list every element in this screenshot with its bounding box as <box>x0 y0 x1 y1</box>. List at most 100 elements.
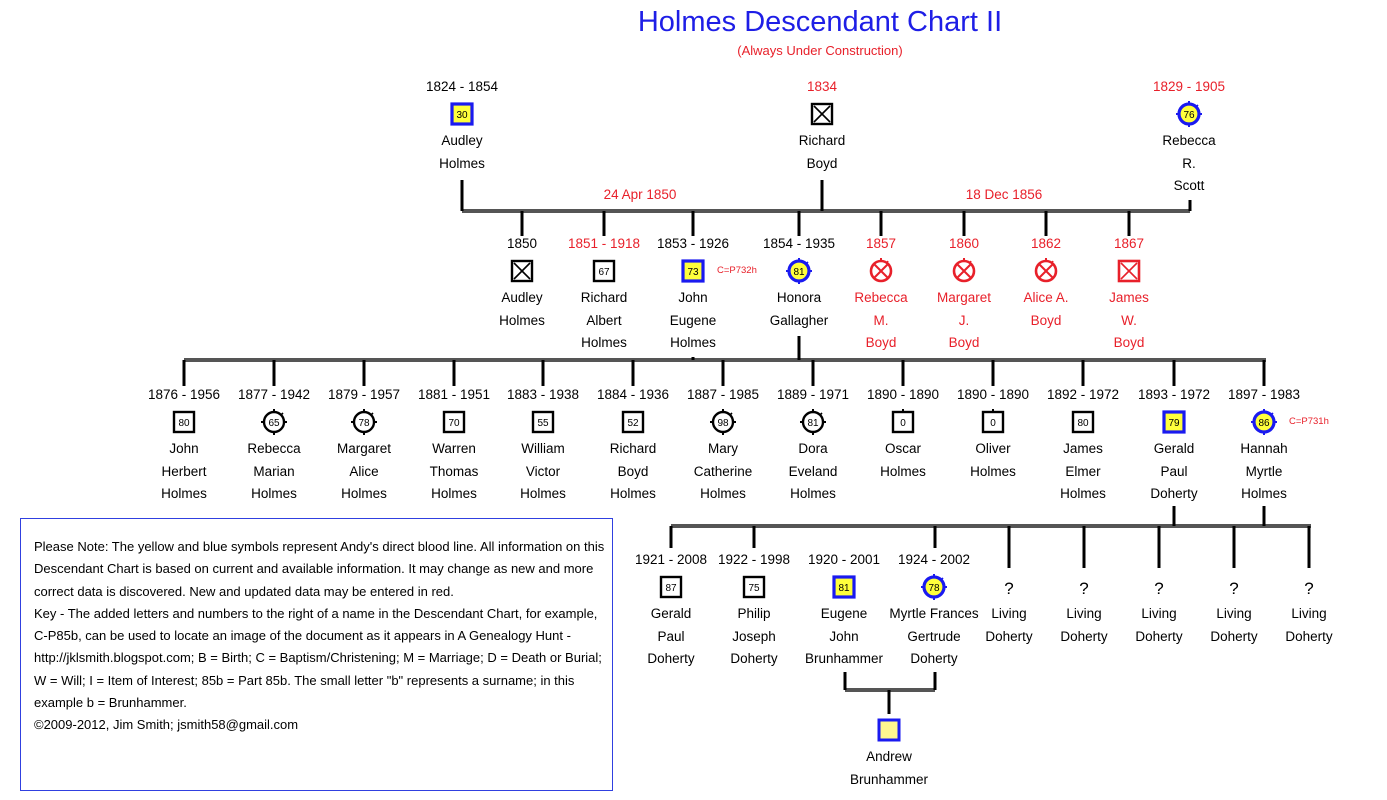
person-name-rebecca-marian: Rebecca Marian Holmes <box>247 441 301 501</box>
person-symbol-rebecca-boyd-female-icon <box>868 258 894 284</box>
person-dates-oliver: 1890 - 1890 <box>956 387 1030 402</box>
person-symbol-oliver-male-icon: 0 <box>980 409 1006 435</box>
person-name-andrew: Andrew Brunhammer <box>849 749 929 787</box>
svg-text:67: 67 <box>598 267 610 278</box>
person-symbol-john-eugene-male-icon: 73 <box>680 258 706 284</box>
person-symbol-audley-sr-male-icon: 30 <box>449 101 475 127</box>
person-name-living-4: Living Doherty <box>1210 606 1258 644</box>
person-symbol-audley-jr-male-icon <box>509 258 535 284</box>
person-dates-rebecca-scott: 1829 - 1905 <box>1152 79 1226 94</box>
person-symbol-eugene-john-male-icon: 81 <box>831 574 857 600</box>
chart-title: Holmes Descendant Chart II <box>637 6 1003 38</box>
person-name-james-elmer: James Elmer Holmes <box>1060 441 1106 501</box>
person-dates-richard-boyd-jr: 1884 - 1936 <box>596 387 670 402</box>
svg-text:?: ? <box>1079 579 1088 598</box>
svg-text:75: 75 <box>748 583 760 594</box>
person-name-audley-sr: Audley Holmes <box>439 133 485 171</box>
note-paragraph-copyright: ©2009-2012, Jim Smith; jsmith58@gmail.co… <box>34 717 299 733</box>
person-dates-honora: 1854 - 1935 <box>762 236 836 251</box>
person-dates-audley-jr: 1850 <box>506 236 538 251</box>
svg-text:73: 73 <box>687 267 699 278</box>
person-ref-hannah-myrtle: C=P731h <box>1289 416 1329 427</box>
svg-text:?: ? <box>1154 579 1163 598</box>
person-symbol-living-2-unknown-icon: ? <box>1071 574 1097 600</box>
person-name-warren-thomas: Warren Thomas Holmes <box>429 441 479 501</box>
svg-text:80: 80 <box>1077 418 1089 429</box>
svg-text:81: 81 <box>838 583 850 594</box>
person-symbol-gerald-paul-sr-male-icon: 79 <box>1161 409 1187 435</box>
person-name-margaret-boyd: Margaret J. Boyd <box>936 290 992 350</box>
person-name-oliver: Oliver Holmes <box>970 441 1016 479</box>
person-name-gerald-paul-jr: Gerald Paul Doherty <box>647 606 695 666</box>
marriage-date-1: 24 Apr 1850 <box>603 187 677 202</box>
svg-text:78: 78 <box>358 418 370 429</box>
person-name-oscar: Oscar Holmes <box>880 441 926 479</box>
person-dates-eugene-john: 1920 - 2001 <box>807 552 881 567</box>
svg-text:30: 30 <box>456 110 468 121</box>
person-symbol-living-5-unknown-icon: ? <box>1296 574 1322 600</box>
person-name-honora: Honora Gallagher <box>769 290 829 328</box>
person-name-richard-boyd-sr: Richard Boyd <box>798 133 846 171</box>
person-name-richard-boyd-jr: Richard Boyd Holmes <box>609 441 657 501</box>
marriage-date-2: 18 Dec 1856 <box>965 187 1043 202</box>
person-dates-rebecca-boyd: 1857 <box>865 236 897 251</box>
person-dates-philip-joseph: 1922 - 1998 <box>717 552 791 567</box>
person-name-living-2: Living Doherty <box>1060 606 1108 644</box>
person-dates-gerald-paul-jr: 1921 - 2008 <box>634 552 708 567</box>
person-symbol-richard-boyd-jr-male-icon: 52 <box>620 409 646 435</box>
person-symbol-living-4-unknown-icon: ? <box>1221 574 1247 600</box>
svg-text:80: 80 <box>178 418 190 429</box>
svg-text:0: 0 <box>900 418 906 429</box>
person-symbol-william-victor-male-icon: 55 <box>530 409 556 435</box>
person-name-dora-eveland: Dora Eveland Holmes <box>788 441 838 501</box>
person-symbol-alice-boyd-female-icon <box>1033 258 1059 284</box>
svg-text:?: ? <box>1229 579 1238 598</box>
person-name-richard-albert: Richard Albert Holmes <box>580 290 628 350</box>
svg-text:86: 86 <box>1258 418 1270 429</box>
person-symbol-oscar-male-icon: 0 <box>890 409 916 435</box>
svg-text:70: 70 <box>448 418 460 429</box>
person-name-philip-joseph: Philip Joseph Doherty <box>730 606 778 666</box>
person-name-rebecca-scott: Rebecca R. Scott <box>1162 133 1216 193</box>
person-dates-richard-boyd-sr: 1834 <box>806 79 838 94</box>
svg-text:?: ? <box>1304 579 1313 598</box>
person-dates-myrtle-frances: 1924 - 2002 <box>897 552 971 567</box>
person-symbol-margaret-boyd-female-icon <box>951 258 977 284</box>
person-dates-hannah-myrtle: 1897 - 1983 <box>1227 387 1301 402</box>
svg-text:81: 81 <box>807 418 819 429</box>
person-symbol-rebecca-scott-female-icon: 76 <box>1176 101 1202 127</box>
chart-subtitle: (Always Under Construction) <box>737 43 903 58</box>
person-name-alice-boyd: Alice A. Boyd <box>1023 290 1069 328</box>
person-symbol-james-boyd-male-icon <box>1116 258 1142 284</box>
person-name-mary-catherine: Mary Catherine Holmes <box>693 441 753 501</box>
svg-text:98: 98 <box>717 418 729 429</box>
svg-text:?: ? <box>1004 579 1013 598</box>
person-symbol-honora-female-icon: 81 <box>786 258 812 284</box>
svg-text:78: 78 <box>928 583 940 594</box>
person-symbol-rebecca-marian-female-icon: 65 <box>261 409 287 435</box>
person-dates-james-elmer: 1892 - 1972 <box>1046 387 1120 402</box>
person-name-living-1: Living Doherty <box>985 606 1033 644</box>
person-symbol-warren-thomas-male-icon: 70 <box>441 409 467 435</box>
person-dates-oscar: 1890 - 1890 <box>866 387 940 402</box>
person-dates-rebecca-marian: 1877 - 1942 <box>237 387 311 402</box>
person-symbol-myrtle-frances-female-icon: 78 <box>921 574 947 600</box>
person-dates-john-eugene: 1853 - 1926 <box>656 236 730 251</box>
person-name-john-herbert: John Herbert Holmes <box>161 441 207 501</box>
person-symbol-richard-boyd-sr-male-icon <box>809 101 835 127</box>
person-symbol-gerald-paul-jr-male-icon: 87 <box>658 574 684 600</box>
person-dates-gerald-paul-sr: 1893 - 1972 <box>1137 387 1211 402</box>
person-symbol-dora-eveland-female-icon: 81 <box>800 409 826 435</box>
person-name-hannah-myrtle: Hannah Myrtle Holmes <box>1240 441 1288 501</box>
person-dates-margaret-boyd: 1860 <box>948 236 980 251</box>
person-symbol-andrew-male-icon <box>876 717 902 743</box>
person-symbol-living-3-unknown-icon: ? <box>1146 574 1172 600</box>
person-symbol-richard-albert-male-icon: 67 <box>591 258 617 284</box>
svg-text:55: 55 <box>537 418 549 429</box>
person-name-william-victor: William Victor Holmes <box>520 441 566 501</box>
person-name-john-eugene: John Eugene Holmes <box>669 290 717 350</box>
person-name-myrtle-frances: Myrtle Frances Gertrude Doherty <box>889 606 979 666</box>
person-symbol-margaret-alice-female-icon: 78 <box>351 409 377 435</box>
svg-text:87: 87 <box>665 583 677 594</box>
